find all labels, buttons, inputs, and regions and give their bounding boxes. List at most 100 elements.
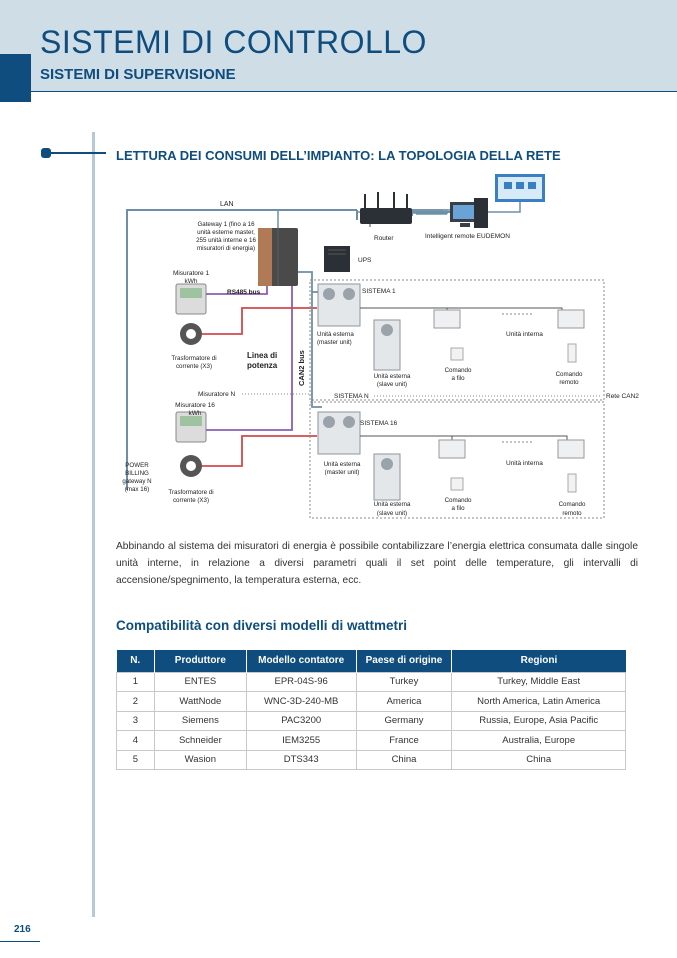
header-accent-tab	[0, 54, 31, 102]
transformer-1-label-line2: corrente (X3)	[176, 363, 212, 370]
cell-n: 1	[116, 671, 155, 692]
network-topology-diagram: LAN Gateway 1 (fino a 16 unità esterne m…	[122, 174, 639, 519]
meter-1-label-line1: Misuratore 1	[173, 270, 210, 277]
col-header-modello: Modello contatore	[246, 650, 357, 672]
router-icon	[360, 192, 412, 224]
outdoor-master-unit-16-icon	[317, 411, 361, 455]
current-transformer-1-icon	[180, 323, 202, 345]
gateway-icon	[258, 228, 298, 286]
lan-label: LAN	[220, 201, 234, 208]
indoor-unit-1-label: Unità interna	[506, 331, 543, 338]
cell-paese: Turkey	[355, 671, 453, 692]
indoor-unit-1b-icon	[557, 309, 585, 329]
outdoor-master-16-label-line2: (master unit)	[325, 469, 360, 476]
remote-control-16-icon	[567, 473, 577, 493]
cell-paese: Germany	[355, 710, 453, 731]
cell-paese: France	[355, 730, 453, 751]
cell-regioni: Turkey, Middle East	[451, 671, 626, 692]
cell-modello: DTS343	[245, 749, 357, 770]
vertical-rule	[92, 132, 95, 917]
wired-control-16-label-line1: Comando	[445, 497, 472, 504]
transformer-16-label-line2: corrente (X3)	[173, 497, 209, 504]
outdoor-slave-unit-16-icon	[373, 453, 401, 501]
sistema-16-box	[309, 401, 605, 519]
cell-n: 2	[116, 691, 155, 712]
gateway-label-line1: Gateway 1 (fino a 16	[197, 221, 255, 228]
router-label: Router	[374, 235, 394, 242]
meter-1-icon	[175, 283, 207, 315]
power-billing-label-line4: (max 16)	[125, 486, 149, 493]
power-billing-label-line2: BILLING	[125, 470, 149, 477]
cell-paese: America	[355, 691, 453, 712]
indoor-unit-16a-icon	[438, 439, 466, 459]
outdoor-slave-1-label-line2: (slave unit)	[377, 381, 407, 388]
indoor-unit-1a-icon	[433, 309, 461, 329]
page-number: 216	[14, 924, 31, 935]
section-heading: LETTURA DEI CONSUMI DELL’IMPIANTO: LA TO…	[116, 148, 561, 163]
sistema-16-label: SISTEMA 16	[360, 420, 398, 427]
compat-heading: Compatibilità con diversi modelli di wat…	[116, 618, 408, 633]
header-divider	[31, 91, 677, 92]
outdoor-master-1-label-line1: Unità esterna	[317, 331, 354, 338]
power-line-label-line1: Linea di	[247, 351, 277, 360]
cell-regioni: China	[451, 749, 626, 770]
cell-regioni: Australia, Europe	[451, 730, 626, 751]
outdoor-slave-unit-1-icon	[373, 319, 401, 371]
table-header-row: N. Produttore Modello contatore Paese di…	[116, 650, 626, 672]
sistema-1-label: SISTEMA 1	[362, 288, 396, 295]
computer-icon	[450, 198, 488, 228]
page-title: SISTEMI DI CONTROLLO	[40, 24, 427, 60]
can2-bus-label: CAN2 bus	[297, 350, 306, 386]
outdoor-slave-16-label-line2: (slave unit)	[377, 510, 407, 517]
cell-modello: EPR-04S-96	[245, 671, 357, 692]
outdoor-slave-1-label-line1: Unità esterna	[374, 373, 411, 380]
table-row: 5 Wasion DTS343 China China	[116, 749, 626, 770]
cell-n: 4	[116, 730, 155, 751]
gateway-label-line2: unità esterne master,	[197, 229, 255, 236]
remote-control-16-label-line2: remoto	[562, 510, 582, 517]
power-billing-label-line3: gateway N	[122, 478, 151, 485]
remote-control-16-label-line1: Comando	[559, 501, 586, 508]
table-row: 4 Schneider IEM3255 France Australia, Eu…	[116, 730, 626, 751]
cell-regioni: Russia, Europe, Asia Pacific	[451, 710, 626, 731]
power-billing-label-line1: POWER	[125, 462, 149, 469]
wired-control-16-label-line2: a filo	[451, 505, 465, 512]
cell-modello: IEM3255	[245, 730, 357, 751]
power-line-label-line2: potenza	[247, 361, 278, 370]
cell-paese: China	[355, 749, 453, 770]
table-row: 3 Siemens PAC3200 Germany Russia, Europe…	[116, 710, 626, 731]
outdoor-master-unit-1-icon	[317, 283, 361, 327]
col-header-produttore: Produttore	[154, 650, 247, 672]
cell-regioni: North America, Latin America	[451, 691, 626, 712]
indoor-unit-16-label: Unità interna	[506, 460, 543, 467]
cell-produttore: ENTES	[153, 671, 247, 692]
header-band	[0, 0, 677, 92]
intelligent-remote-label: Intelligent remote EUDEMON	[425, 233, 510, 240]
outdoor-slave-16-label-line1: Unità esterna	[374, 501, 411, 508]
cell-produttore: Wasion	[153, 749, 247, 770]
cell-produttore: Siemens	[153, 710, 247, 731]
meter-16-label-line1: Misuratore 16	[175, 402, 215, 409]
remote-control-1-label-line2: remoto	[559, 379, 579, 386]
cell-produttore: Schneider	[153, 730, 247, 751]
col-header-regioni: Regioni	[451, 650, 626, 672]
meter-16-label-line2: kWh	[189, 410, 202, 417]
outdoor-master-1-label-line2: (master unit)	[317, 339, 352, 346]
monitor-screen-icon	[495, 174, 545, 202]
ups-icon	[324, 246, 350, 272]
page-subtitle: SISTEMI DI SUPERVISIONE	[40, 66, 236, 83]
wired-control-1-icon	[450, 347, 464, 361]
wired-control-1-label-line1: Comando	[445, 367, 472, 374]
cell-produttore: WattNode	[153, 691, 247, 712]
sistema-n-label: SISTEMA N	[334, 393, 369, 400]
wattmeter-table: N. Produttore Modello contatore Paese di…	[116, 650, 626, 770]
cell-n: 5	[116, 749, 155, 770]
current-transformer-16-icon	[180, 455, 202, 477]
section-bullet-line	[46, 152, 106, 154]
transformer-1-label-line1: Trasformatore di	[171, 355, 216, 362]
footer-divider	[0, 941, 40, 942]
remote-control-1-label-line1: Comando	[556, 371, 583, 378]
outdoor-master-16-label-line1: Unità esterna	[324, 461, 361, 468]
power-line	[202, 307, 317, 467]
ups-label: UPS	[358, 257, 372, 264]
